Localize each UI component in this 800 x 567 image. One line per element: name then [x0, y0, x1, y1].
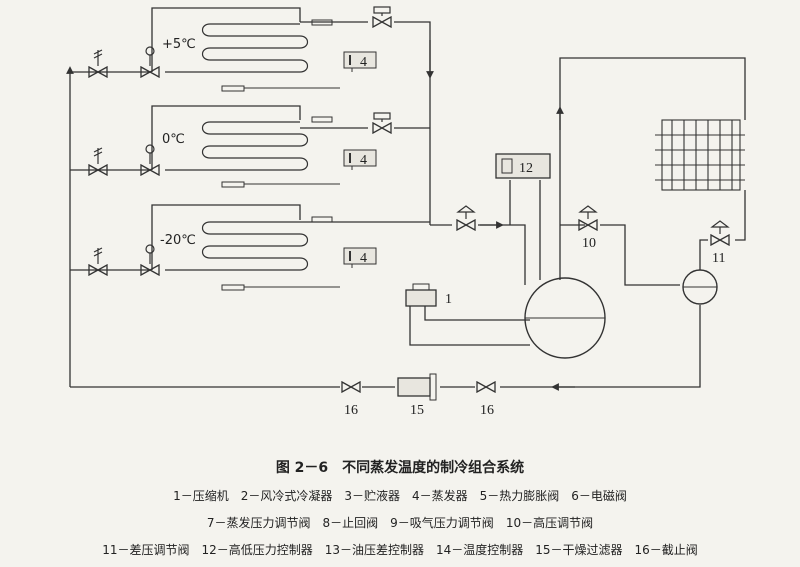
- label-15: 15: [410, 403, 424, 418]
- temp-label-2: 0℃: [162, 132, 185, 147]
- evaporator-controller-4a: 4: [343, 51, 377, 72]
- pressure-controller-12: 12: [495, 153, 551, 179]
- svg-text:4: 4: [360, 251, 367, 266]
- svg-text:1: 1: [445, 292, 452, 307]
- filter-drier: [397, 373, 437, 401]
- refrigeration-system-diagram: 4 4 4: [66, 6, 746, 418]
- compressor: [524, 277, 606, 359]
- temp-label-3: -20℃: [160, 233, 196, 248]
- evaporator-coil-3: [165, 221, 309, 271]
- label-10: 10: [582, 236, 596, 251]
- component-1: 1: [405, 283, 452, 307]
- svg-text:12: 12: [519, 161, 533, 176]
- legend-line-1: 1－压缩机 2－风冷式冷凝器 3－贮液器 4－蒸发器 5－热力膨胀阀 6－电磁阀: [173, 489, 627, 503]
- legend-line-3: 11－差压调节阀 12－高低压力控制器 13－油压差控制器 14－温度控制器 1…: [102, 543, 698, 557]
- svg-text:4: 4: [360, 153, 367, 168]
- condenser: [655, 119, 745, 191]
- label-11: 11: [712, 251, 725, 266]
- temp-label-1: +5℃: [162, 37, 196, 52]
- svg-text:4: 4: [360, 55, 367, 70]
- figure-title: 图 2－6 不同蒸发温度的制冷组合系统: [275, 460, 525, 476]
- evaporator-controller-4b: 4: [343, 149, 377, 170]
- receiver: [682, 269, 718, 305]
- label-16-right: 16: [480, 403, 494, 418]
- legend-line-2: 7－蒸发压力调节阀 8－止回阀 9－吸气压力调节阀 10－高压调节阀: [206, 516, 594, 530]
- label-16-left: 16: [344, 403, 358, 418]
- evaporator-controller-4c: 4: [343, 247, 377, 268]
- evaporator-coil-2: [165, 121, 309, 171]
- evaporator-coil-1: [165, 23, 309, 73]
